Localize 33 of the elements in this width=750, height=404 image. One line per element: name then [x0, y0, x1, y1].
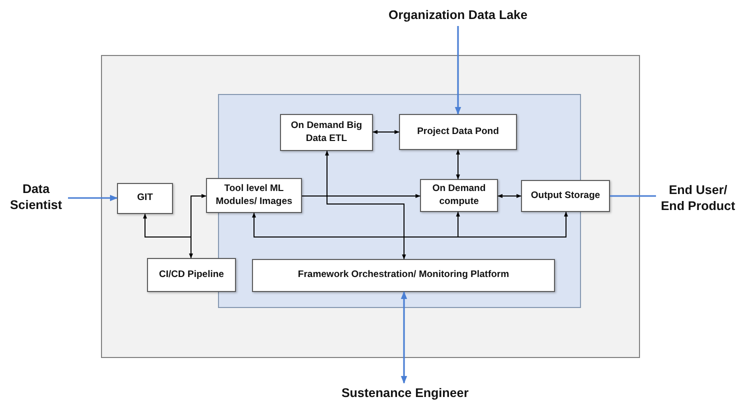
actor-label: Sustenance Engineer	[341, 384, 469, 402]
box-label: On Demand Big Data ETL	[290, 120, 364, 145]
process-box	[206, 178, 302, 213]
actor-label: Data Scientist	[8, 180, 64, 214]
box-label: Framework Orchestration/ Monitoring Platform	[296, 269, 510, 282]
arrow	[302, 194, 420, 198]
process-box	[399, 114, 517, 150]
arrow	[143, 214, 193, 258]
box-label: Output Storage	[530, 190, 602, 202]
box-label: Project Data Pond	[416, 126, 500, 138]
arrow	[372, 130, 400, 134]
arrow	[254, 212, 460, 238]
arrow	[456, 150, 460, 180]
process-box	[280, 114, 373, 151]
arrow	[68, 194, 118, 202]
system-boundary	[101, 55, 640, 358]
box-label: On Demand compute	[431, 183, 487, 208]
actor-label: Organization Data Lake	[388, 6, 528, 24]
box-label: CI/CD Pipeline	[158, 268, 225, 282]
process-box	[147, 258, 236, 292]
arrow	[252, 212, 568, 238]
arrow	[325, 150, 406, 260]
arrow	[190, 194, 206, 258]
box-label: GIT	[136, 192, 154, 205]
arrow	[400, 291, 408, 384]
box-label: Tool level ML Modules/ Images	[214, 183, 294, 208]
arrow	[454, 26, 462, 115]
arrow	[498, 194, 522, 198]
process-box	[252, 259, 555, 292]
process-box	[117, 183, 173, 214]
process-box	[521, 180, 610, 212]
process-box	[420, 179, 498, 212]
actor-label: End User/ End Product	[660, 182, 736, 214]
